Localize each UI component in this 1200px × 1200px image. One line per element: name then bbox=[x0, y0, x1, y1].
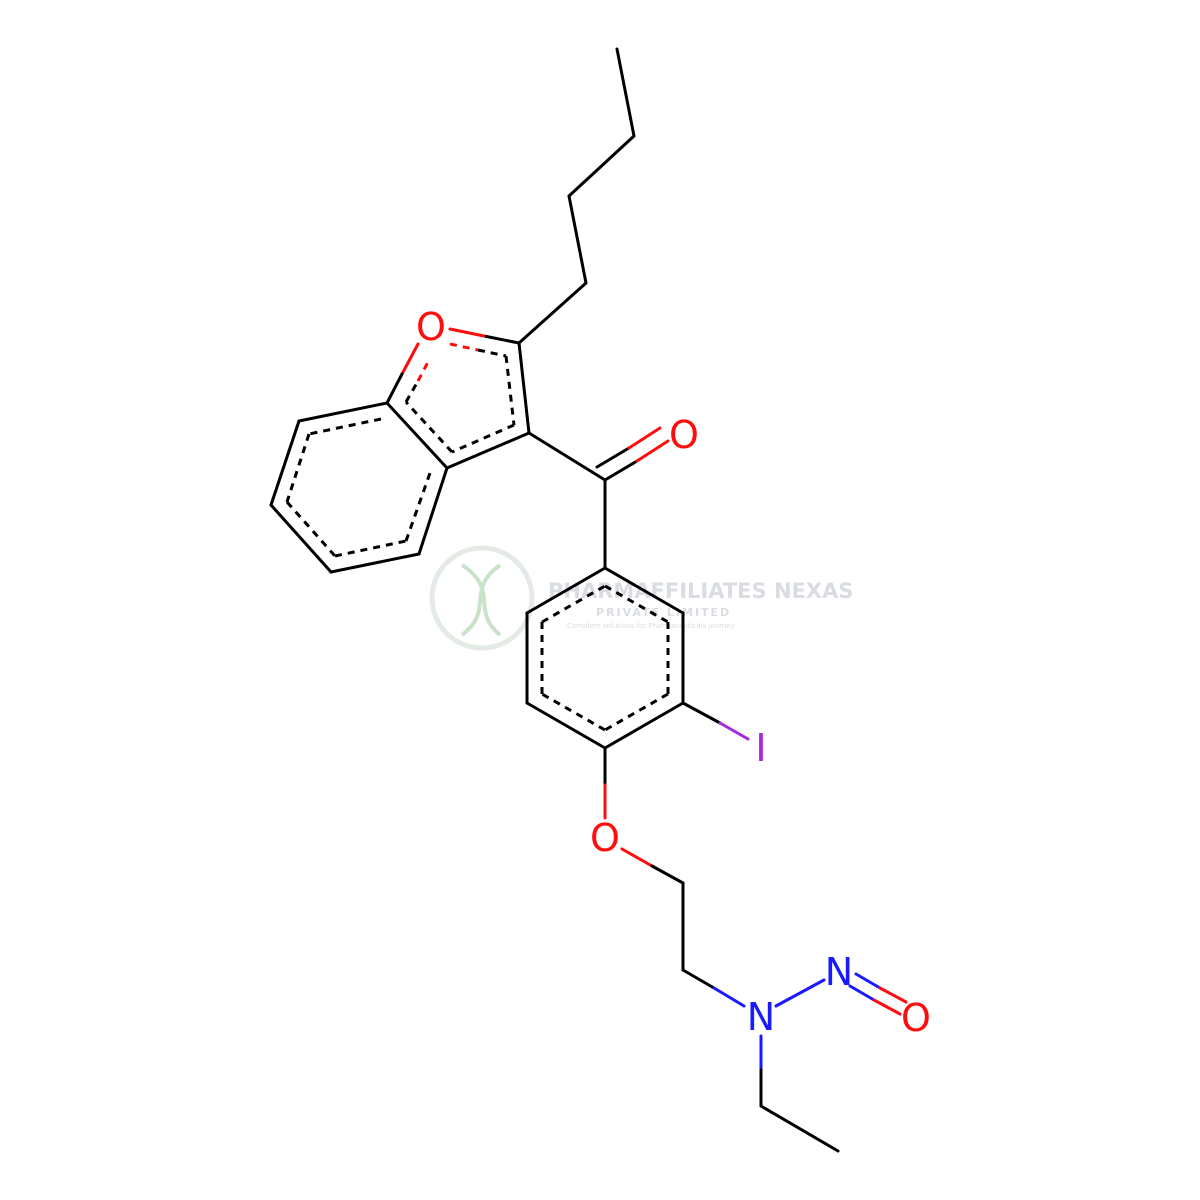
butyl-chain bbox=[517, 47, 636, 345]
bond-o-c7a-black bbox=[385, 372, 404, 405]
bond-c4-c5aryl bbox=[525, 701, 607, 750]
bond-c7a-c7 bbox=[297, 401, 389, 423]
bond-c3-c4 bbox=[567, 194, 588, 285]
ether-linker bbox=[603, 746, 746, 1008]
atom-o-furan: O bbox=[416, 305, 446, 349]
bond-c-i-black bbox=[681, 701, 722, 725]
atom-o-nitroso: O bbox=[901, 996, 931, 1040]
nitrosamine-group bbox=[759, 972, 908, 1153]
bond-n-o-double-2a bbox=[854, 972, 882, 990]
aromatic-c3a-c7a bbox=[404, 400, 454, 454]
bond-c2-c3 bbox=[517, 341, 531, 435]
watermark: PHARMAFFILIATES NEXAS PRIVATE LIMITED Co… bbox=[429, 545, 853, 651]
bond-c2-c3 bbox=[567, 134, 636, 198]
aromatic-c7a-c7 bbox=[308, 417, 382, 436]
watermark-subtitle: PRIVATE LIMITED bbox=[596, 606, 731, 619]
atom-n-amine: N bbox=[747, 995, 775, 1039]
aromatic-c5-c4 bbox=[334, 539, 407, 558]
aromatic-c7a-o-black bbox=[404, 380, 420, 403]
bond-n-n bbox=[774, 978, 826, 1008]
atom-labels: O O I O N N O bbox=[416, 305, 931, 1040]
bond-c7-c6 bbox=[269, 419, 301, 507]
aromatic-c3-c3a bbox=[451, 423, 515, 454]
watermark-tagline: Complete solutions for Pharmaceuticals J… bbox=[567, 622, 735, 630]
bond-o-c7a-red bbox=[400, 342, 420, 376]
aromatic-o-c2-black bbox=[477, 348, 507, 358]
aromatic-c7a-o-red bbox=[416, 361, 430, 382]
iodine-substituent bbox=[681, 701, 750, 741]
watermark-logo-ring bbox=[429, 545, 535, 651]
dna-helix-icon bbox=[460, 563, 502, 637]
bond-n-o-double-1a bbox=[848, 984, 876, 1002]
atom-o-carbonyl: O bbox=[669, 413, 699, 457]
bond-ch2-n-blue bbox=[712, 986, 746, 1008]
bond-c4-c2furan bbox=[517, 281, 588, 345]
aryl-ring bbox=[525, 566, 685, 750]
carbonyl-group bbox=[527, 426, 670, 570]
bond-c3a-c7a bbox=[385, 401, 449, 470]
bond-ethyl-ch3 bbox=[759, 1104, 840, 1153]
bond-c4-c3a bbox=[417, 466, 449, 556]
atom-iodine: I bbox=[755, 726, 766, 770]
bond-c3-c4aryl bbox=[603, 701, 685, 750]
furan-ring bbox=[385, 327, 531, 470]
bond-c6-c1aryl bbox=[525, 566, 607, 615]
aromatic-c4-c5 bbox=[541, 692, 606, 732]
aromatic-c3-c4 bbox=[604, 692, 669, 732]
bond-c-i-purple bbox=[718, 721, 750, 741]
bond-c3-c3a bbox=[445, 431, 531, 470]
bond-c3-ccarbonyl bbox=[527, 431, 607, 482]
aromatic-c2-c3 bbox=[504, 355, 516, 426]
bond-oether-ch2-black bbox=[650, 864, 685, 885]
bond-c-o-double-2a bbox=[595, 446, 631, 469]
bond-c1-c2aryl bbox=[603, 566, 685, 615]
bond-c-o-double-1b bbox=[635, 439, 670, 463]
bond-n-o-double-1b bbox=[872, 998, 902, 1016]
benzo-ring bbox=[269, 401, 449, 574]
aromatic-o-c2-red bbox=[449, 342, 479, 352]
bond-c1-c2 bbox=[615, 47, 636, 138]
bond-c2-o-black bbox=[482, 334, 521, 345]
bond-c-o-double-1a bbox=[603, 459, 639, 482]
bond-n-o-double-2b bbox=[878, 986, 908, 1004]
atom-n-nitroso: N bbox=[825, 950, 853, 994]
bond-ch2-n-black bbox=[681, 968, 716, 990]
bond-oether-ch2-red bbox=[620, 847, 654, 868]
bond-c-o-double-2b bbox=[627, 426, 662, 450]
bond-c2-o-red bbox=[448, 327, 486, 338]
bond-c5-c4 bbox=[329, 552, 421, 574]
bond-c6-c5 bbox=[269, 503, 333, 574]
watermark-title: PHARMAFFILIATES NEXAS bbox=[548, 579, 853, 603]
atom-o-ether: O bbox=[590, 816, 620, 860]
